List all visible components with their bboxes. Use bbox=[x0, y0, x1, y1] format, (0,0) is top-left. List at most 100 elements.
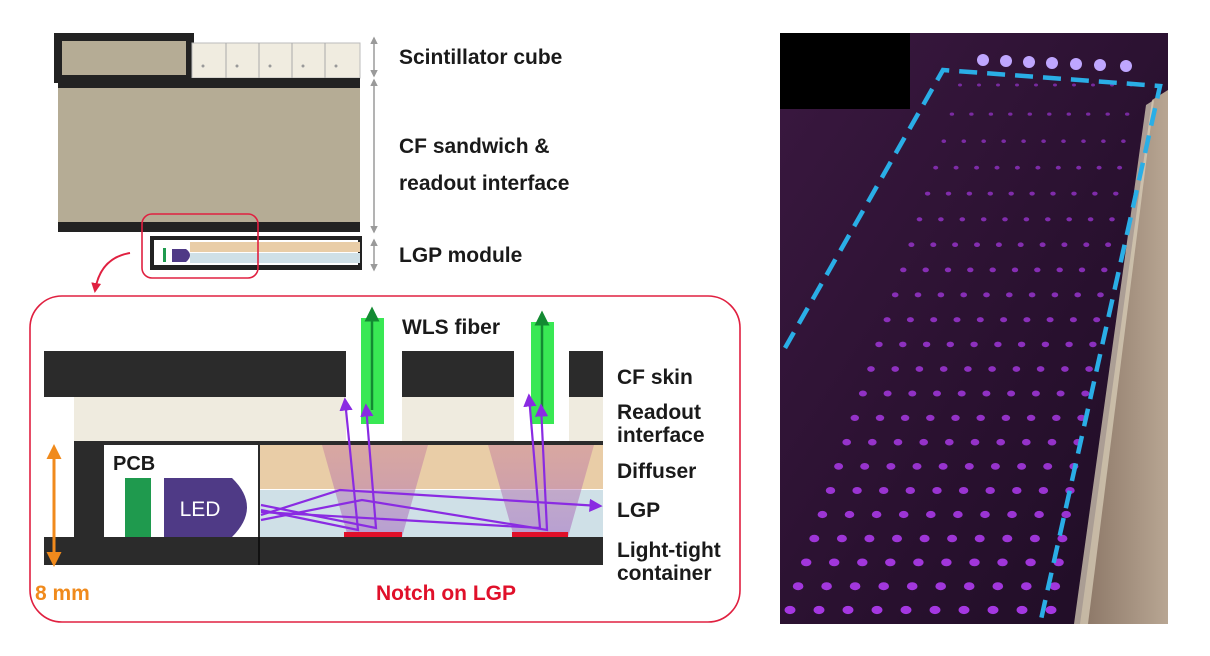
photo-dot bbox=[1056, 267, 1063, 273]
photo-dot bbox=[850, 414, 859, 421]
photo-dot bbox=[992, 582, 1004, 591]
photo-dot bbox=[937, 292, 945, 298]
detail-rounded-frame bbox=[29, 295, 741, 623]
photo-dot bbox=[1021, 582, 1032, 591]
photo-dot bbox=[1097, 292, 1104, 298]
photo-dot bbox=[983, 292, 990, 298]
photo-dot bbox=[924, 191, 931, 196]
photo-dot bbox=[883, 317, 891, 323]
photo-dot bbox=[914, 292, 922, 298]
photo-dot bbox=[1041, 341, 1050, 348]
photo-dot bbox=[985, 487, 995, 494]
lgp-module-mini bbox=[150, 236, 362, 270]
photo-dot bbox=[977, 83, 981, 87]
photo-dot bbox=[900, 414, 910, 421]
photo-dot bbox=[1081, 139, 1086, 143]
photo-dot bbox=[964, 366, 972, 372]
cf-sandwich-panel bbox=[58, 88, 360, 222]
photo-dot bbox=[996, 438, 1005, 446]
photo-dot bbox=[1081, 390, 1090, 397]
photo-dot bbox=[997, 558, 1008, 567]
photo-dot bbox=[1034, 267, 1041, 273]
photo-dot bbox=[976, 317, 984, 323]
label-scintillator-cube: Scintillator cube bbox=[399, 46, 562, 69]
photo-dot bbox=[900, 267, 907, 273]
photo-dot bbox=[987, 191, 993, 196]
photo-dot bbox=[988, 366, 996, 372]
photo-dot bbox=[875, 341, 883, 348]
photo-dot bbox=[858, 390, 867, 397]
label-lgp: LGP bbox=[617, 499, 660, 522]
label-led: LED bbox=[180, 498, 221, 521]
photo-dot bbox=[1061, 139, 1066, 143]
photo-dot bbox=[908, 242, 915, 247]
photo-dot bbox=[829, 558, 840, 567]
led-body bbox=[164, 478, 247, 537]
label-readout-line1: Readout bbox=[617, 401, 701, 424]
ray-2 bbox=[260, 397, 360, 532]
photo-dot bbox=[1086, 112, 1091, 116]
photo-dot bbox=[886, 463, 896, 470]
photo-dot bbox=[857, 558, 868, 567]
light-rays bbox=[260, 393, 603, 532]
container-left-wall bbox=[74, 441, 104, 537]
photo-dot bbox=[932, 487, 942, 494]
photo-dot bbox=[1028, 292, 1036, 298]
overview-top-slab bbox=[54, 33, 194, 83]
photo-dot bbox=[864, 534, 875, 543]
photo-dot bbox=[1038, 487, 1049, 494]
photo-dot bbox=[1008, 112, 1013, 116]
photo-dot bbox=[885, 558, 896, 567]
photo-dot bbox=[957, 390, 966, 397]
photo-dot bbox=[905, 487, 915, 494]
label-wls-fiber: WLS fiber bbox=[402, 316, 500, 339]
photo-dot bbox=[1109, 217, 1115, 222]
photo-dot bbox=[1061, 242, 1068, 247]
scintillator-cubes bbox=[191, 42, 361, 79]
photo-dot bbox=[915, 366, 924, 372]
photo-dot bbox=[1025, 558, 1036, 567]
photo-dot bbox=[821, 582, 832, 591]
photo-dot bbox=[899, 341, 907, 348]
photo-dot bbox=[1045, 605, 1057, 615]
photo-dot bbox=[981, 139, 986, 143]
photo-dot bbox=[1069, 317, 1077, 323]
label-notch: Notch on LGP bbox=[376, 582, 516, 605]
label-pcb: PCB bbox=[113, 453, 155, 475]
photo-dot bbox=[938, 463, 948, 470]
photo-dot bbox=[1052, 414, 1061, 421]
photo-dot bbox=[929, 605, 941, 615]
photo-dot bbox=[1045, 217, 1051, 222]
photo-dot bbox=[1071, 191, 1077, 196]
photo-dot bbox=[834, 463, 844, 470]
photo-dot bbox=[849, 582, 861, 591]
photo-top-leds bbox=[977, 54, 1132, 72]
photo-dot bbox=[941, 139, 947, 143]
cf-skin-top bbox=[58, 78, 360, 88]
photo-dot bbox=[941, 558, 952, 567]
photo-dot bbox=[1121, 139, 1126, 143]
photo-dot bbox=[974, 534, 985, 543]
photo-dot bbox=[908, 390, 917, 397]
photo-dot bbox=[1034, 83, 1038, 87]
photo-dot bbox=[1096, 165, 1102, 170]
photo-dot bbox=[1091, 83, 1095, 87]
photo-dot bbox=[906, 317, 914, 323]
photo-dot bbox=[1087, 217, 1094, 222]
readout-interface-1 bbox=[74, 397, 346, 441]
photo-dot bbox=[1101, 139, 1106, 143]
photo-dot bbox=[875, 414, 885, 421]
photo-dot bbox=[988, 112, 994, 116]
photo-dot bbox=[1034, 510, 1044, 519]
photo-dot bbox=[1047, 438, 1057, 446]
photo-dot bbox=[1061, 366, 1069, 372]
photo-dot bbox=[1105, 242, 1112, 247]
photo-dot bbox=[930, 317, 938, 323]
label-cf-sandwich-line1: CF sandwich & bbox=[399, 135, 550, 158]
photo-dot bbox=[801, 558, 812, 567]
photo-dot bbox=[1092, 191, 1098, 196]
photo-dot bbox=[949, 112, 955, 116]
photo-dot bbox=[964, 463, 974, 470]
ray-5 bbox=[260, 403, 549, 532]
photo-dot bbox=[1053, 83, 1057, 87]
